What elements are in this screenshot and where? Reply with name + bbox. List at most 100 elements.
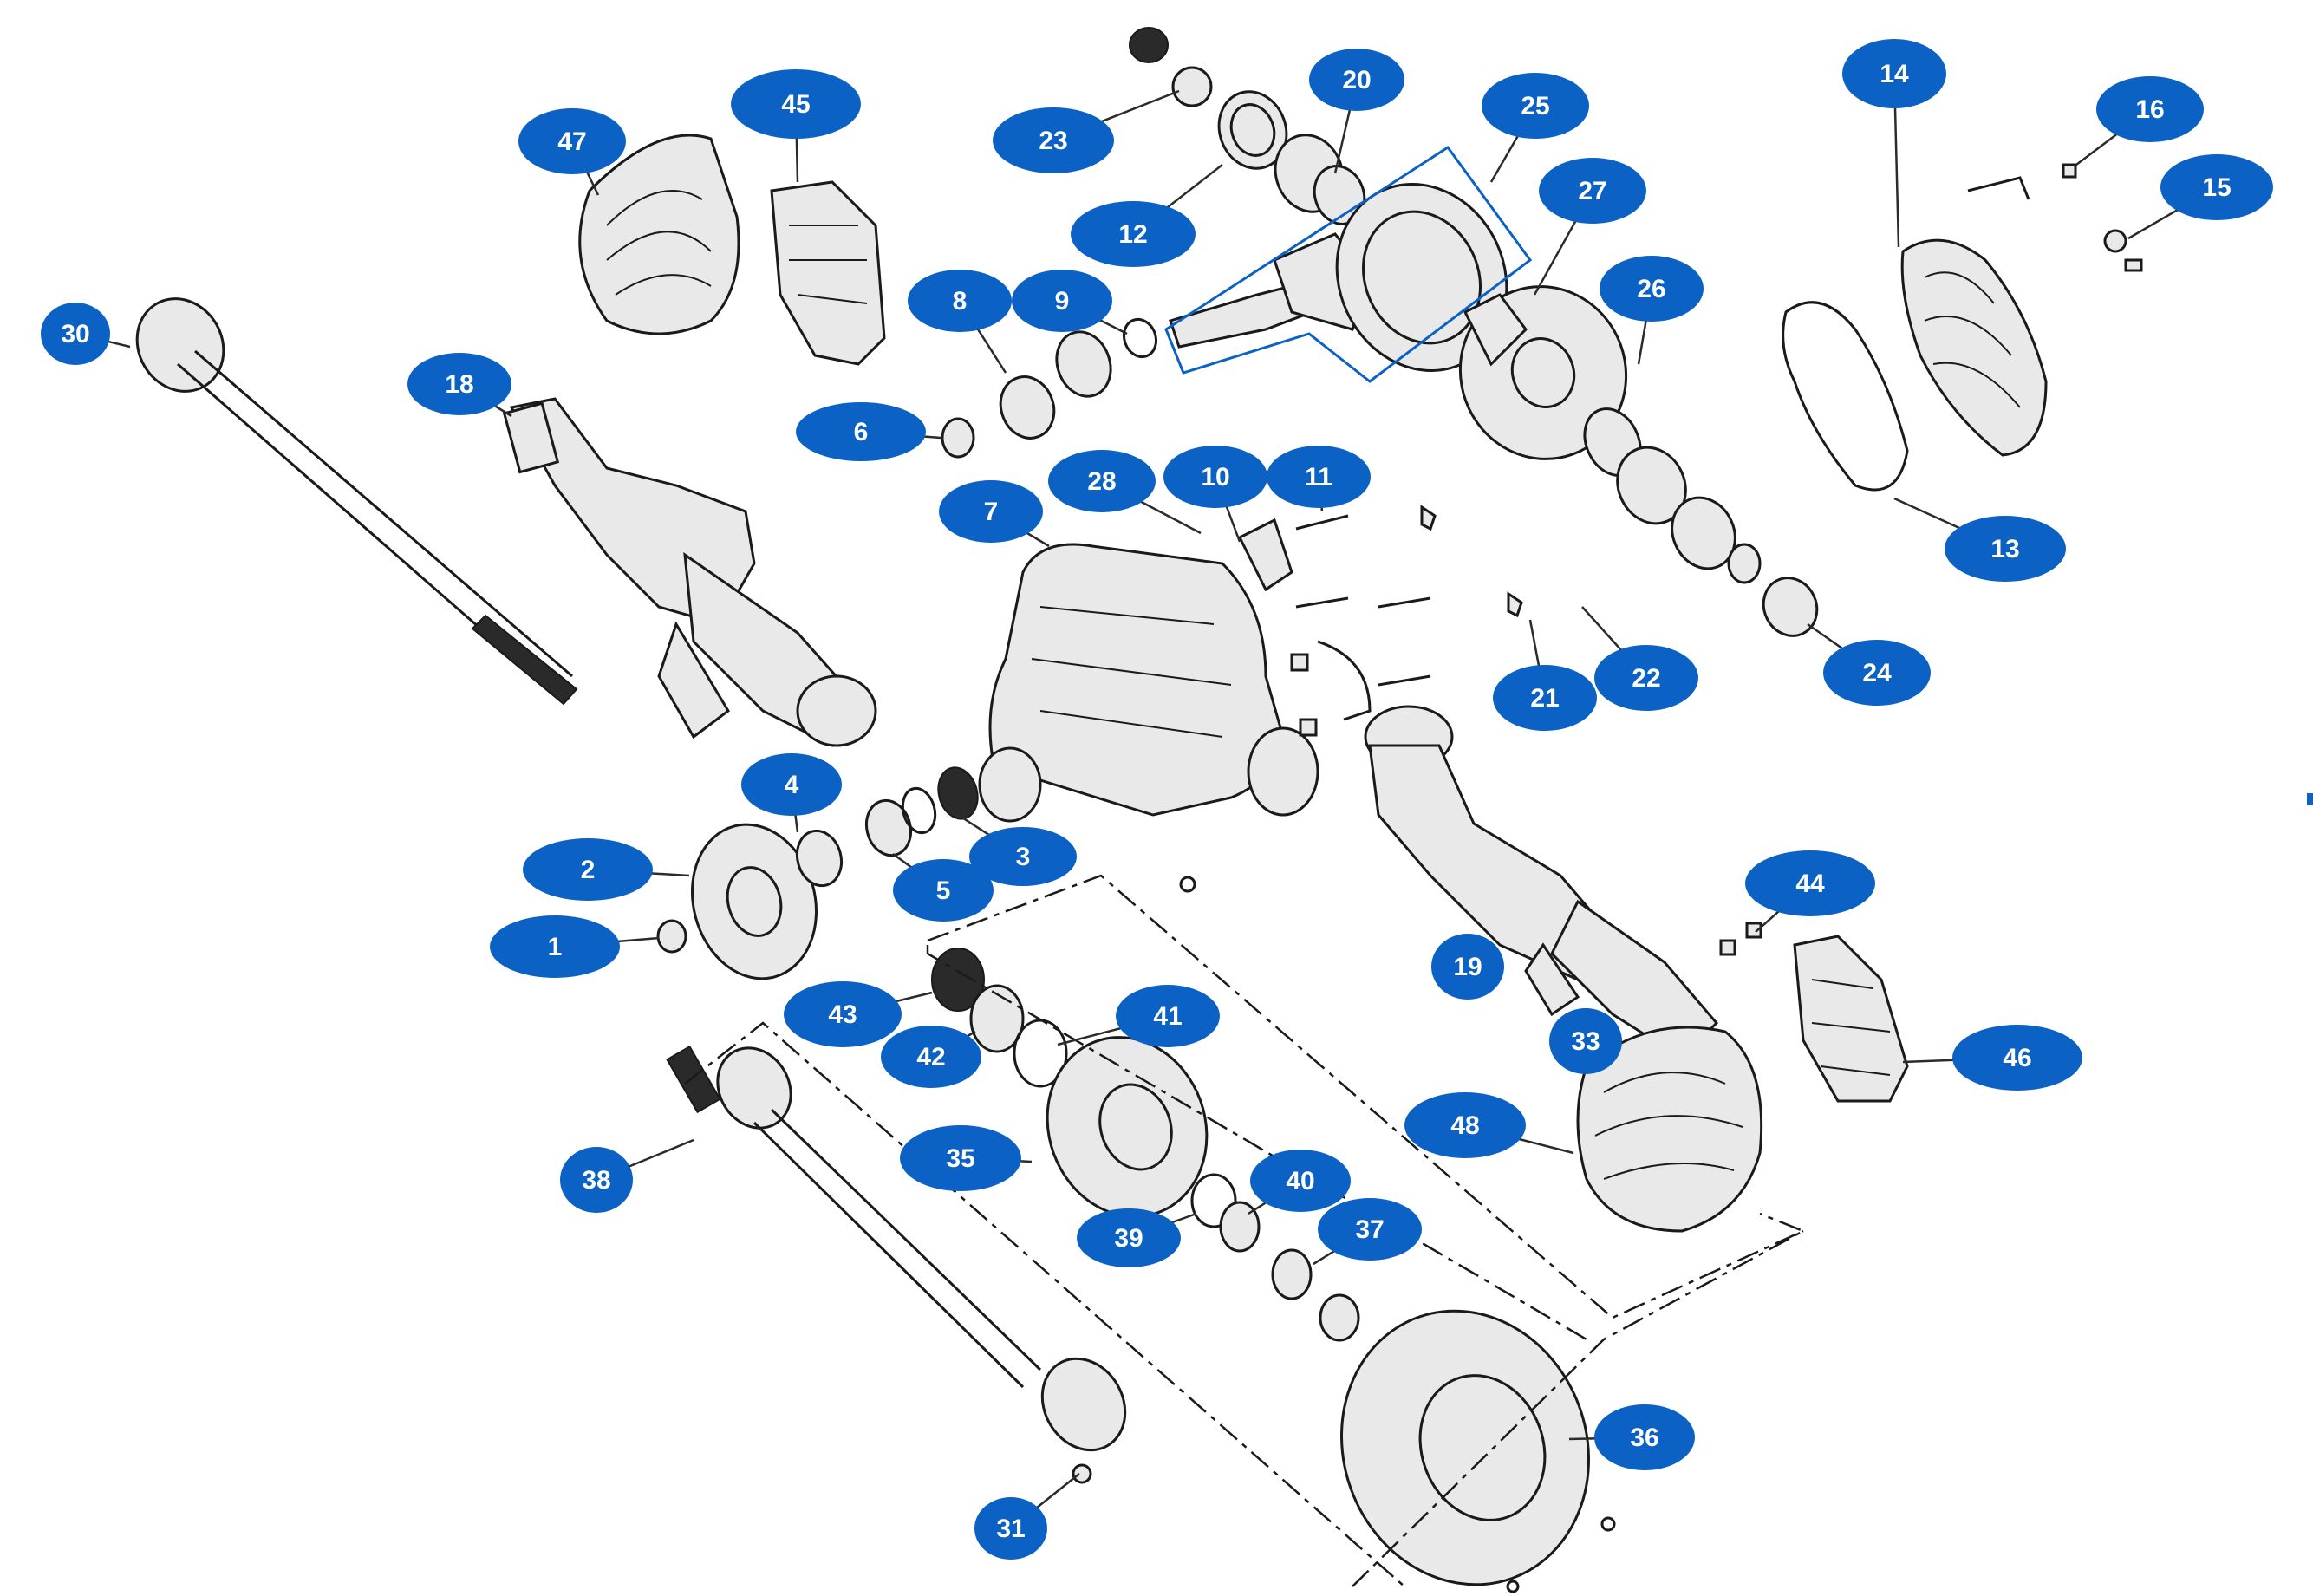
callout-label: 19 <box>1453 953 1482 981</box>
callout-9: 9 <box>1012 270 1112 332</box>
callout-label: 7 <box>984 498 999 526</box>
differential-bearings <box>1583 407 1819 637</box>
callout-label: 26 <box>1637 275 1665 303</box>
callout-label: 31 <box>996 1515 1025 1543</box>
callout-label: 1 <box>548 933 563 961</box>
hub-assembly <box>931 948 1360 1342</box>
callout-label: 24 <box>1862 659 1892 687</box>
callout-label: 45 <box>781 90 810 119</box>
callout-45: 45 <box>731 69 861 139</box>
callout-3: 3 <box>969 827 1077 886</box>
callout-bubble <box>1493 665 1597 731</box>
callout-label: 30 <box>61 320 89 349</box>
callout-24: 24 <box>1823 640 1931 706</box>
callout-bubble <box>1600 256 1704 322</box>
callout-28: 28 <box>1048 450 1156 512</box>
callout-label: 46 <box>2003 1044 2031 1072</box>
callout-label: 40 <box>1286 1167 1314 1195</box>
callout-6: 6 <box>796 402 926 461</box>
callout-47: 47 <box>518 108 626 174</box>
callout-22: 22 <box>1594 645 1698 711</box>
callout-bubble <box>1952 1025 2082 1091</box>
caliper-upper-left <box>770 180 886 366</box>
callout-bubble <box>1594 1404 1695 1470</box>
callout-15: 15 <box>2160 154 2273 220</box>
callout-bubble <box>1309 49 1404 111</box>
callout-bubble <box>2160 154 2273 220</box>
assembly-outline-shaft <box>684 1021 1405 1587</box>
callout-bubble <box>1539 158 1646 224</box>
callout-label: 43 <box>828 1000 857 1029</box>
callout-bubble <box>893 859 994 922</box>
part-drawings <box>135 27 2143 1593</box>
callout-38: 38 <box>560 1147 633 1213</box>
callout-label: 28 <box>1087 467 1116 496</box>
callout-label: 2 <box>581 856 596 884</box>
callout-label: 42 <box>916 1043 945 1072</box>
callout-bubble <box>1549 1008 1622 1074</box>
callout-4: 4 <box>741 753 842 816</box>
callout-16: 16 <box>2096 76 2204 142</box>
callout-11: 11 <box>1267 446 1371 508</box>
callout-5: 5 <box>893 859 994 922</box>
callout-20: 20 <box>1309 49 1404 111</box>
callout-label: 20 <box>1342 66 1371 94</box>
callout-bubble <box>881 1026 981 1088</box>
callout-label: 35 <box>946 1144 974 1173</box>
callout-bubble <box>1250 1150 1351 1212</box>
callout-bubble <box>41 303 110 365</box>
differential-cover <box>1900 238 2048 457</box>
callout-42: 42 <box>881 1026 981 1088</box>
callout-label: 15 <box>2202 173 2231 202</box>
callout-label: 44 <box>1795 870 1825 898</box>
callout-label: 39 <box>1114 1224 1143 1253</box>
pinion-bearings-upper <box>1129 27 1366 225</box>
housing-bolts <box>1290 505 1523 737</box>
fill-plug-hardware <box>1967 163 2143 272</box>
callout-bubble <box>1267 446 1371 508</box>
callout-bubble <box>1071 201 1196 267</box>
callout-label: 16 <box>2135 95 2164 124</box>
cover-gasket <box>1782 301 1909 492</box>
callout-label: 33 <box>1571 1027 1600 1056</box>
callout-label: 23 <box>1039 127 1067 155</box>
axle-tube-left <box>502 397 877 747</box>
callout-bubble <box>1116 985 1220 1047</box>
callout-bubble <box>1482 73 1589 139</box>
callout-bubble <box>1163 446 1267 508</box>
axle-shaft-left <box>135 297 578 706</box>
callout-label: 47 <box>557 127 586 156</box>
pinion-seal-bearings <box>941 317 1158 459</box>
callout-label: 4 <box>785 771 799 799</box>
callout-8: 8 <box>908 270 1012 332</box>
callout-label: 41 <box>1153 1002 1182 1031</box>
callout-2: 2 <box>523 838 653 901</box>
callout-label: 21 <box>1530 684 1559 713</box>
callout-label: 13 <box>1990 535 2019 563</box>
callout-36: 36 <box>1594 1404 1695 1470</box>
callout-bubble <box>908 270 1012 332</box>
differential-housing <box>978 518 1319 823</box>
callout-label: 3 <box>1016 843 1031 871</box>
callout-7: 7 <box>939 480 1043 543</box>
callout-label: 37 <box>1355 1215 1384 1244</box>
callout-label: 48 <box>1450 1111 1479 1140</box>
callout-bubble <box>1048 450 1156 512</box>
callout-37: 37 <box>1318 1198 1422 1261</box>
axle-tube-right <box>1364 705 1719 1059</box>
callout-bubble <box>490 915 620 978</box>
callout-bubble <box>1318 1198 1422 1261</box>
callout-bubble <box>1823 640 1931 706</box>
callout-bubble <box>731 69 861 139</box>
callout-18: 18 <box>407 353 511 415</box>
callout-46: 46 <box>1952 1025 2082 1091</box>
callout-label: 36 <box>1630 1423 1658 1452</box>
callout-10: 10 <box>1163 446 1267 508</box>
callout-21: 21 <box>1493 665 1597 731</box>
callout-23: 23 <box>993 107 1114 173</box>
callout-25: 25 <box>1482 73 1589 139</box>
callout-bubble <box>796 402 926 461</box>
callout-bubble <box>1945 516 2066 582</box>
pinion-flange-parts <box>656 766 979 980</box>
